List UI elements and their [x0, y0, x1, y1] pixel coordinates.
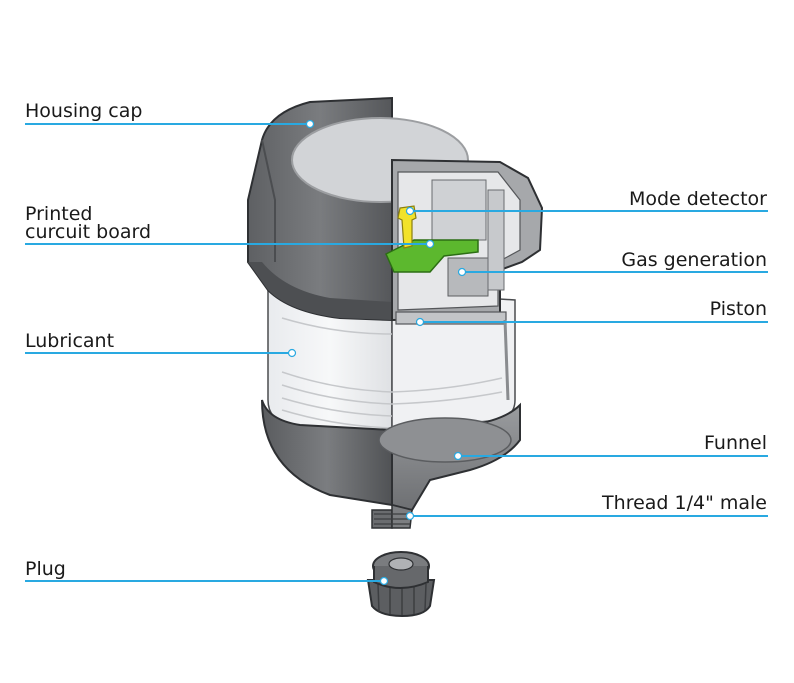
label-lubricant: Lubricant	[25, 330, 115, 352]
label-thread: Thread 1/4" male	[602, 492, 767, 514]
plug-part	[366, 551, 436, 618]
label-mode-detector: Mode detector	[628, 188, 767, 210]
label-pcb-line2: curcuit board	[25, 221, 152, 243]
pcb-board	[385, 239, 479, 273]
label-housing-cap: Housing cap	[25, 100, 143, 122]
label-funnel: Funnel	[704, 432, 767, 454]
leader-lines	[25, 123, 768, 582]
label-pcb-line1: Printed	[25, 203, 93, 225]
reservoir-body	[267, 284, 516, 431]
label-gas-generation: Gas generation	[621, 249, 767, 271]
label-piston: Piston	[709, 298, 767, 320]
cutaway-section	[385, 158, 544, 401]
label-plug: Plug	[25, 558, 66, 580]
housing-cap	[247, 96, 469, 322]
leader-dots	[287, 119, 467, 586]
